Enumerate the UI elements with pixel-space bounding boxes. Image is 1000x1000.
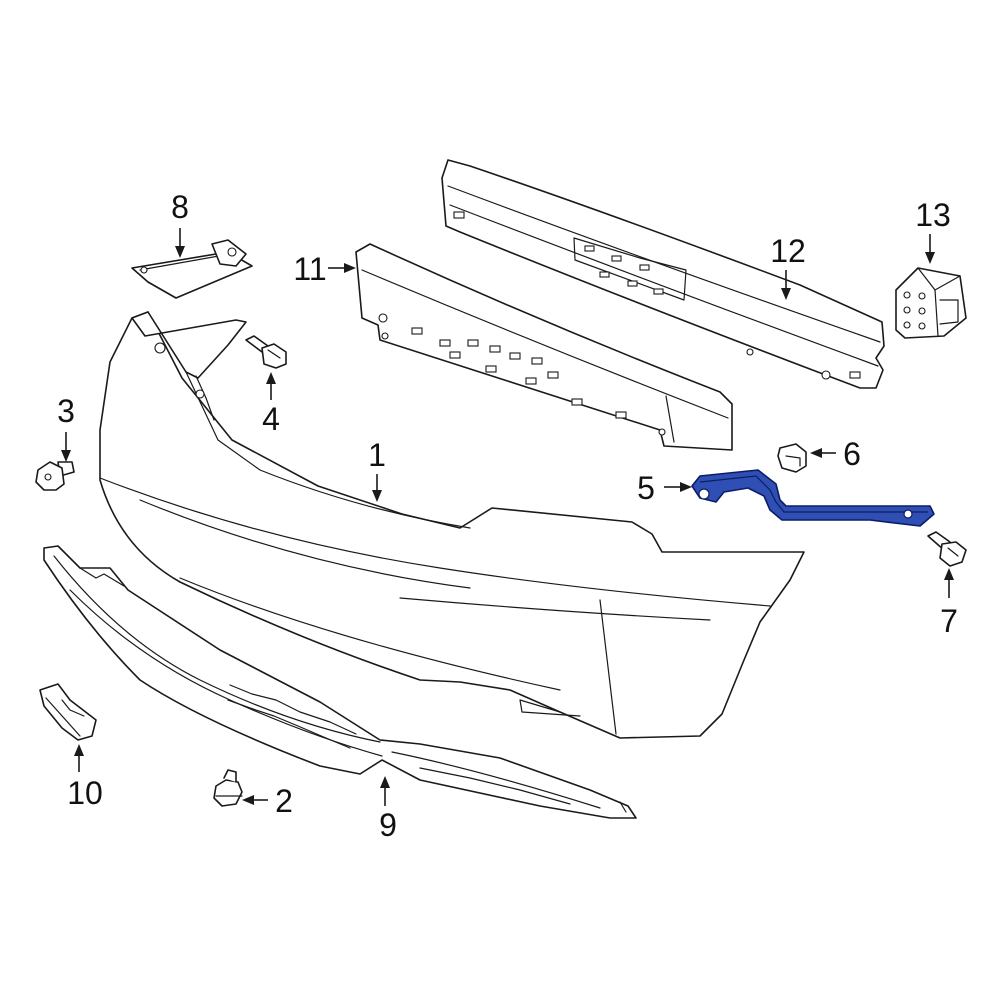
callout-2: 2 bbox=[275, 783, 293, 819]
clip-nut bbox=[777, 443, 807, 473]
side-support-bracket bbox=[691, 469, 935, 527]
impact-bar bbox=[441, 159, 885, 389]
leader-lines bbox=[61, 228, 954, 806]
side-spacer bbox=[39, 683, 97, 741]
bolt-7 bbox=[927, 531, 967, 567]
callout-9: 9 bbox=[379, 807, 397, 843]
callout-7: 7 bbox=[940, 603, 958, 639]
callout-10: 10 bbox=[67, 775, 103, 811]
rear-bumper-cover bbox=[99, 311, 805, 739]
bolt-3 bbox=[35, 461, 75, 491]
callout-13: 13 bbox=[915, 197, 951, 233]
callout-8: 8 bbox=[171, 189, 189, 225]
callout-3: 3 bbox=[57, 393, 75, 429]
callout-11: 11 bbox=[293, 251, 326, 287]
energy-absorber bbox=[355, 243, 733, 451]
callout-4: 4 bbox=[262, 401, 280, 437]
callout-labels: 1 2 3 4 5 6 7 8 9 10 11 12 13 bbox=[57, 189, 958, 843]
bolt-4 bbox=[245, 335, 287, 369]
lower-valance bbox=[43, 545, 637, 819]
mount-bracket bbox=[895, 267, 967, 339]
push-clip bbox=[213, 769, 243, 807]
callout-5: 5 bbox=[637, 470, 655, 506]
callout-1: 1 bbox=[368, 437, 386, 473]
upper-bracket bbox=[131, 239, 253, 299]
callout-12: 12 bbox=[770, 233, 806, 269]
callout-6: 6 bbox=[843, 436, 861, 472]
